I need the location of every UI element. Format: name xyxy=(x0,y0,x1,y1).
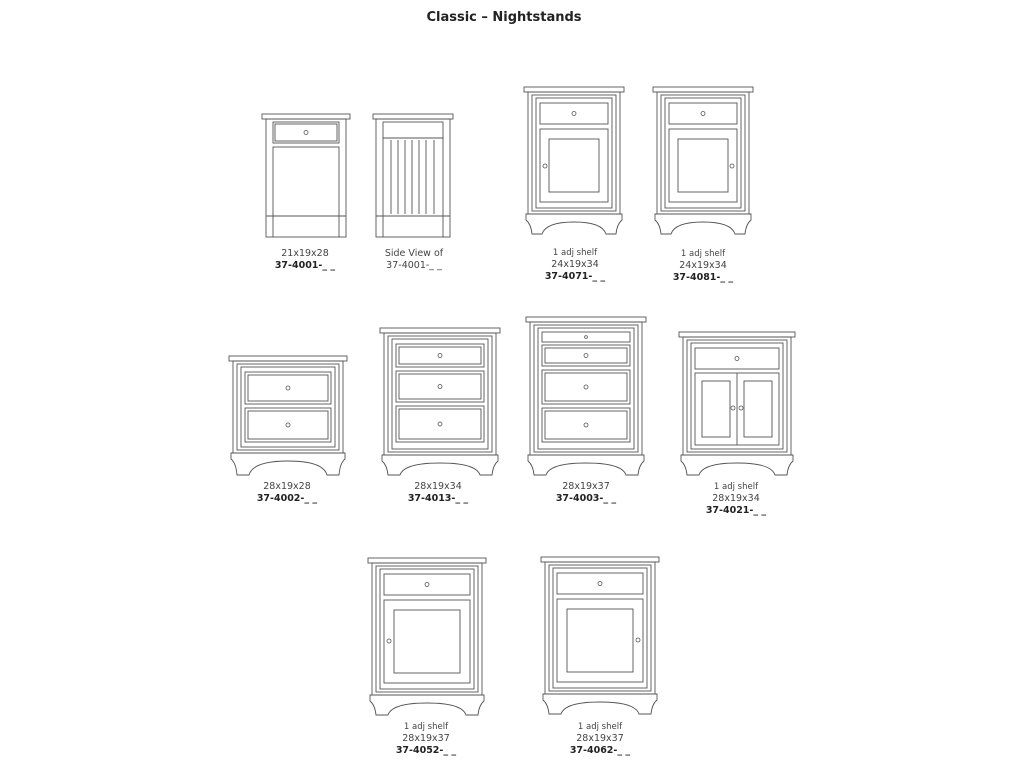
nightstand-37-4071 xyxy=(522,86,626,238)
caption-37-4071: 1 adj shelf 24x19x34 37-4071-_ _ xyxy=(525,247,625,283)
shelf-note: 1 adj shelf xyxy=(713,482,759,492)
caption-side-view: Side View of 37-4001-_ _ xyxy=(364,248,464,272)
model-code: 37-4001-_ _ xyxy=(386,260,442,271)
nightstand-37-4003 xyxy=(524,316,648,479)
nightstand-drawing xyxy=(367,557,487,716)
shelf-note: 1 adj shelf xyxy=(403,722,449,732)
nightstand-37-4021 xyxy=(677,331,797,479)
caption-37-4081: 1 adj shelf 24x19x34 37-4081-_ _ xyxy=(653,248,753,284)
caption-37-4062: 1 adj shelf 28x19x37 37-4062-_ _ xyxy=(550,721,650,757)
side-view-drawing xyxy=(372,113,454,238)
dimension-label: 24x19x34 xyxy=(679,260,727,271)
nightstand-37-4013 xyxy=(378,327,502,479)
model-code: 37-4052-_ _ xyxy=(395,745,457,756)
nightstand-drawing xyxy=(652,86,754,235)
nightstand-drawing xyxy=(678,331,796,476)
nightstand-37-4001 xyxy=(260,112,352,242)
dimension-label: 28x19x34 xyxy=(414,481,462,492)
nightstand-drawing xyxy=(228,355,348,476)
model-code: 37-4002-_ _ xyxy=(256,493,318,504)
model-code: 37-4003-_ _ xyxy=(555,493,617,504)
nightstand-37-4052 xyxy=(366,557,488,719)
dimension-label: 28x19x34 xyxy=(712,493,760,504)
caption-37-4001: 21x19x28 37-4001-_ _ xyxy=(255,248,355,272)
model-code: 37-4013-_ _ xyxy=(407,493,469,504)
dimension-label: 21x19x28 xyxy=(281,248,329,259)
dimension-label: 28x19x37 xyxy=(402,733,450,744)
model-code: 37-4001-_ _ xyxy=(274,260,336,271)
caption-37-4002: 28x19x28 37-4002-_ _ xyxy=(237,481,337,505)
page-title: Classic – Nightstands xyxy=(426,10,582,25)
nightstand-37-4062 xyxy=(539,556,661,719)
model-code: 37-4021-_ _ xyxy=(705,505,767,516)
nightstand-37-4081 xyxy=(651,86,755,238)
shelf-note: 1 adj shelf xyxy=(680,249,726,259)
nightstand-drawing xyxy=(379,327,501,476)
dimension-label: 28x19x28 xyxy=(263,481,311,492)
dimension-label: 24x19x34 xyxy=(551,259,599,270)
caption-37-4052: 1 adj shelf 28x19x37 37-4052-_ _ xyxy=(376,721,476,757)
model-code: 37-4071-_ _ xyxy=(544,271,606,282)
nightstand-drawing xyxy=(523,86,625,235)
model-code: 37-4081-_ _ xyxy=(672,272,734,283)
caption-37-4013: 28x19x34 37-4013-_ _ xyxy=(388,481,488,505)
caption-37-4003: 28x19x37 37-4003-_ _ xyxy=(536,481,636,505)
dimension-label: Side View of xyxy=(384,248,444,259)
shelf-note: 1 adj shelf xyxy=(577,722,623,732)
nightstand-drawing xyxy=(540,556,660,715)
nightstand-side-view xyxy=(372,112,454,242)
caption-37-4021: 1 adj shelf 28x19x34 37-4021-_ _ xyxy=(686,481,786,517)
dimension-label: 28x19x37 xyxy=(562,481,610,492)
nightstand-drawing xyxy=(525,316,647,476)
nightstand-drawing xyxy=(261,113,351,238)
nightstand-37-4002 xyxy=(227,355,349,479)
dimension-label: 28x19x37 xyxy=(576,733,624,744)
shelf-note: 1 adj shelf xyxy=(552,248,598,258)
model-code: 37-4062-_ _ xyxy=(569,745,631,756)
